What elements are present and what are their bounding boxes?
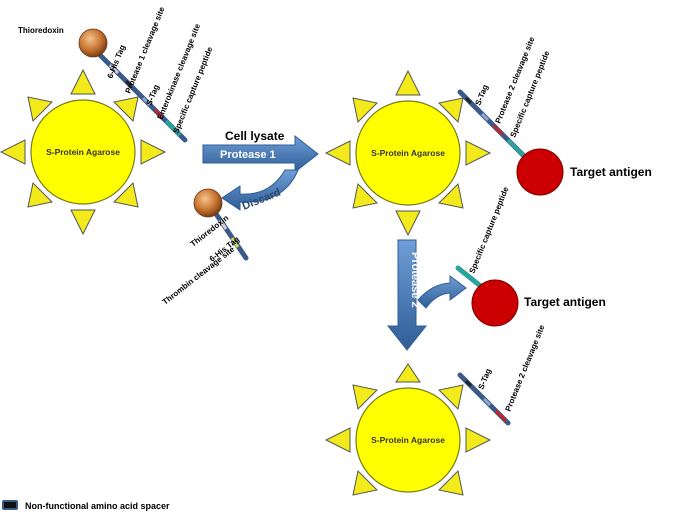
b-s-tag-label: S-Tag — [477, 367, 493, 391]
release-arrow — [417, 275, 467, 309]
target-antigen-released — [471, 279, 519, 327]
discard-label: Discard — [241, 187, 283, 213]
tr-capture-peptide-label: Specific capture peptide — [509, 49, 552, 139]
tr-target-label: Target antigen — [570, 165, 652, 179]
capture-peptide-label: Specific capture peptide — [172, 45, 215, 135]
protease2-label: Protease 2 — [409, 252, 421, 308]
agarose-bead — [30, 99, 136, 205]
released-capture-peptide-label: Specific capture peptide — [468, 185, 511, 275]
sun-agarose-top-right: S-Protein Agarose — [324, 69, 492, 237]
spacer-legend-label: Non-functional amino acid spacer — [25, 501, 170, 511]
discard-arrow — [221, 169, 299, 211]
agarose-label: S-Protein Agarose — [371, 435, 445, 445]
construct-top-left — [78, 28, 188, 143]
cell-lysate-label: Cell lysate — [225, 129, 285, 143]
thioredoxin-label: Thioredoxin — [18, 26, 64, 35]
s-tag-label: S-Tag — [145, 83, 161, 107]
released-fragment — [455, 265, 519, 327]
sun-rays — [324, 363, 492, 496]
b-protease2-site-label: Protease 2 cleavage site — [504, 323, 547, 413]
released-target-label: Target antigen — [524, 295, 606, 309]
construct-top-right — [457, 89, 564, 196]
agarose-label: S-Protein Agarose — [46, 147, 120, 157]
legend: Non-functional amino acid spacer — [2, 500, 170, 511]
agarose-bead — [355, 100, 461, 206]
construct-bottom — [457, 372, 511, 426]
thioredoxin-ball-discarded — [193, 188, 223, 218]
sun-rays — [0, 68, 167, 236]
thrombin-site-label: Thrombin cleavage site — [161, 244, 237, 306]
agarose-bead — [355, 387, 461, 493]
protease1-label: Protease 1 — [220, 149, 276, 161]
protease2-arrow — [386, 239, 428, 351]
sun-agarose-bottom: S-Protein Agarose — [324, 363, 492, 496]
tr-s-tag-label: S-Tag — [474, 83, 490, 107]
target-antigen — [516, 148, 564, 196]
sun-rays — [324, 69, 492, 237]
agarose-label: S-Protein Agarose — [371, 148, 445, 158]
discarded-fragment — [193, 188, 249, 261]
sun-agarose-top-left: S-Protein Agarose — [0, 68, 167, 236]
protease1-arrow — [202, 134, 319, 174]
protease1-site-label: Protease 1 cleavage site — [124, 5, 167, 95]
spacer-legend-swatch — [2, 500, 18, 510]
thioredoxin-ball — [78, 28, 108, 58]
